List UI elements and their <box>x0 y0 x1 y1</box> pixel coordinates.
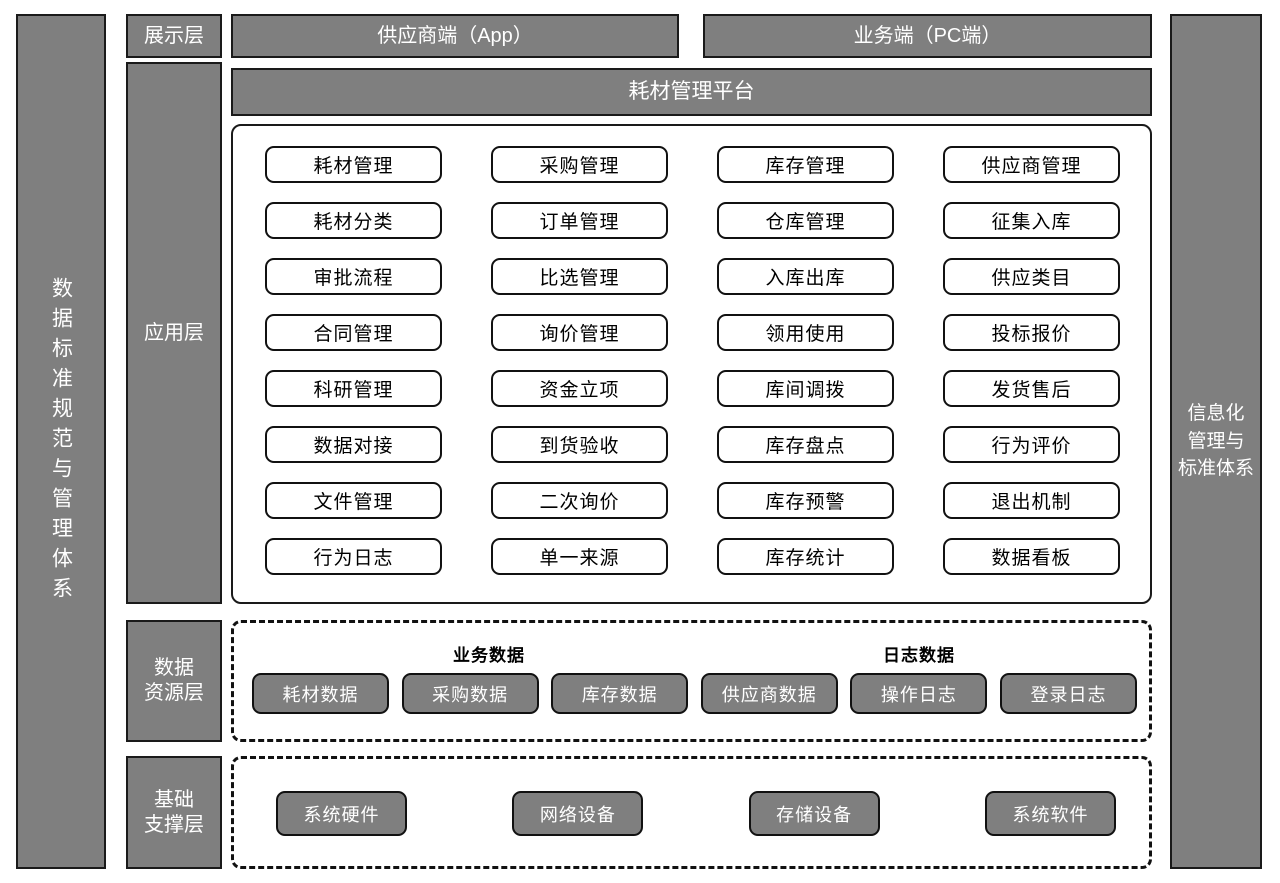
informatization-line-3: 标准体系 <box>1177 458 1254 480</box>
app-module[interactable]: 订单管理 <box>491 202 668 239</box>
app-module[interactable]: 单一来源 <box>491 538 668 575</box>
app-module[interactable]: 采购管理 <box>491 146 668 183</box>
group-title-log-data: 日志数据 <box>883 646 955 665</box>
data-resource-pill[interactable]: 库存数据 <box>551 673 689 714</box>
application-module-grid: 耗材管理耗材分类审批流程合同管理科研管理数据对接文件管理行为日志 采购管理订单管理… <box>265 146 1122 586</box>
data-resource-pill[interactable]: 采购数据 <box>401 673 539 714</box>
infrastructure-pill[interactable]: 网络设备 <box>512 791 644 836</box>
app-module[interactable]: 发货售后 <box>943 370 1120 407</box>
app-module[interactable]: 库间调拨 <box>717 370 894 407</box>
app-module[interactable]: 库存统计 <box>717 538 894 575</box>
app-module[interactable]: 入库出库 <box>717 258 894 295</box>
app-module[interactable]: 库存预警 <box>717 482 894 519</box>
client-business-pc: 业务端（PC端） <box>703 14 1152 58</box>
layer-label-data-resource: 数据 资源层 <box>126 620 222 742</box>
app-module[interactable]: 供应类目 <box>943 258 1120 295</box>
app-module[interactable]: 科研管理 <box>265 370 442 407</box>
app-module[interactable]: 到货验收 <box>491 426 668 463</box>
data-layer-line-2: 资源层 <box>144 682 204 704</box>
app-module[interactable]: 耗材管理 <box>265 146 442 183</box>
app-module[interactable]: 行为日志 <box>265 538 442 575</box>
app-module[interactable]: 文件管理 <box>265 482 442 519</box>
data-standard-pillar: 数据标准规范与管理体系 <box>16 14 106 869</box>
application-layer-panel: 耗材管理耗材分类审批流程合同管理科研管理数据对接文件管理行为日志 采购管理订单管理… <box>231 124 1152 604</box>
app-module[interactable]: 询价管理 <box>491 314 668 351</box>
app-module[interactable]: 审批流程 <box>265 258 442 295</box>
data-resource-pill[interactable]: 操作日志 <box>850 673 988 714</box>
app-module[interactable]: 行为评价 <box>943 426 1120 463</box>
layer-label-application-text: 应用层 <box>144 321 204 344</box>
client-supplier-app-label: 供应商端（App） <box>377 24 533 47</box>
app-module[interactable]: 资金立项 <box>491 370 668 407</box>
platform-title-bar: 耗材管理平台 <box>231 68 1152 116</box>
infrastructure-pill[interactable]: 系统软件 <box>984 791 1116 836</box>
informatization-line-2: 管理与 <box>1187 430 1245 452</box>
informatization-line-1: 信息化 <box>1187 403 1245 425</box>
app-module[interactable]: 合同管理 <box>265 314 442 351</box>
layer-label-infrastructure-text: 基础 支撑层 <box>144 788 204 838</box>
app-module[interactable]: 仓库管理 <box>717 202 894 239</box>
app-module[interactable]: 退出机制 <box>943 482 1120 519</box>
infra-layer-line-1: 基础 <box>154 788 194 811</box>
informatization-pillar-label: 信息化 管理与 标准体系 <box>1178 400 1254 483</box>
informatization-pillar: 信息化 管理与 标准体系 <box>1170 14 1262 869</box>
data-resource-panel: 业务数据 日志数据 耗材数据采购数据库存数据供应商数据操作日志登录日志 <box>231 620 1152 742</box>
app-module[interactable]: 库存管理 <box>717 146 894 183</box>
data-layer-line-1: 数据 <box>154 657 194 679</box>
layer-label-data-resource-text: 数据 资源层 <box>144 656 204 706</box>
app-module[interactable]: 库存盘点 <box>717 426 894 463</box>
data-resource-pill-row: 耗材数据采购数据库存数据供应商数据操作日志登录日志 <box>252 673 1137 714</box>
layer-label-presentation-text: 展示层 <box>144 24 204 47</box>
infra-layer-line-2: 支撑层 <box>144 813 204 836</box>
data-resource-pill[interactable]: 供应商数据 <box>700 673 838 714</box>
app-module[interactable]: 征集入库 <box>943 202 1120 239</box>
data-resource-pill[interactable]: 登录日志 <box>999 673 1137 714</box>
data-resource-pill[interactable]: 耗材数据 <box>252 673 389 714</box>
app-module[interactable]: 比选管理 <box>491 258 668 295</box>
app-module[interactable]: 领用使用 <box>717 314 894 351</box>
app-module[interactable]: 数据对接 <box>265 426 442 463</box>
infrastructure-panel: 系统硬件 网络设备 存储设备 系统软件 <box>231 756 1152 869</box>
platform-title-text: 耗材管理平台 <box>628 79 755 103</box>
client-business-pc-label: 业务端（PC端） <box>853 24 1002 47</box>
infrastructure-pill[interactable]: 系统硬件 <box>276 791 407 836</box>
client-supplier-app: 供应商端（App） <box>231 14 679 58</box>
layer-label-infrastructure: 基础 支撑层 <box>126 756 222 869</box>
layer-label-presentation: 展示层 <box>126 14 222 58</box>
app-module[interactable]: 供应商管理 <box>943 146 1120 183</box>
group-title-business-data: 业务数据 <box>453 646 525 665</box>
app-module[interactable]: 投标报价 <box>943 314 1120 351</box>
layer-label-application: 应用层 <box>126 62 222 604</box>
app-module[interactable]: 二次询价 <box>491 482 668 519</box>
app-module[interactable]: 数据看板 <box>943 538 1120 575</box>
data-standard-pillar-label: 数据标准规范与管理体系 <box>49 276 73 607</box>
infrastructure-pill[interactable]: 存储设备 <box>748 791 880 836</box>
infrastructure-pill-row: 系统硬件 网络设备 存储设备 系统软件 <box>276 791 1116 836</box>
app-module[interactable]: 耗材分类 <box>265 202 442 239</box>
